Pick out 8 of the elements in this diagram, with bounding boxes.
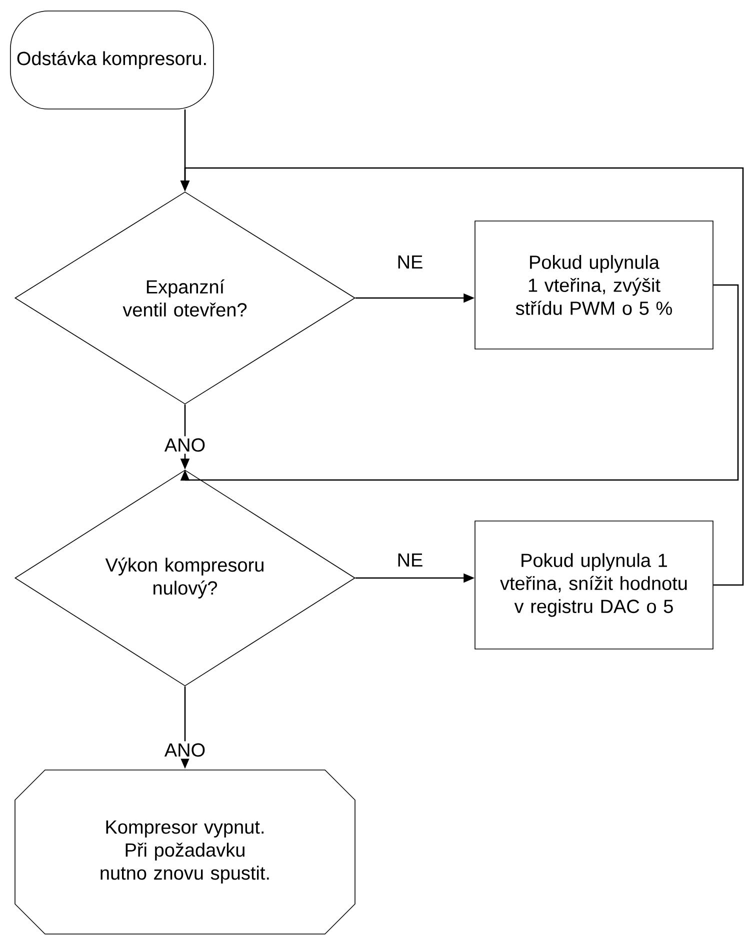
edge-label: ANO [162, 436, 208, 454]
process-box: Pokud uplynula 1 vteřina, snížit hodnotu v registru DAC o 5 [474, 520, 714, 650]
end-octagon: Kompresor vypnut. Při požadavku nutno znovu spustit. [14, 770, 356, 934]
edge-label: ANO [162, 741, 208, 759]
process-box: Pokud uplynula 1 vteřina, zvýšit střídu PWM o 5 % [474, 220, 714, 350]
arrow [180, 284, 739, 481]
edge-label: NE [394, 551, 426, 569]
edge-label: NE [394, 253, 426, 271]
